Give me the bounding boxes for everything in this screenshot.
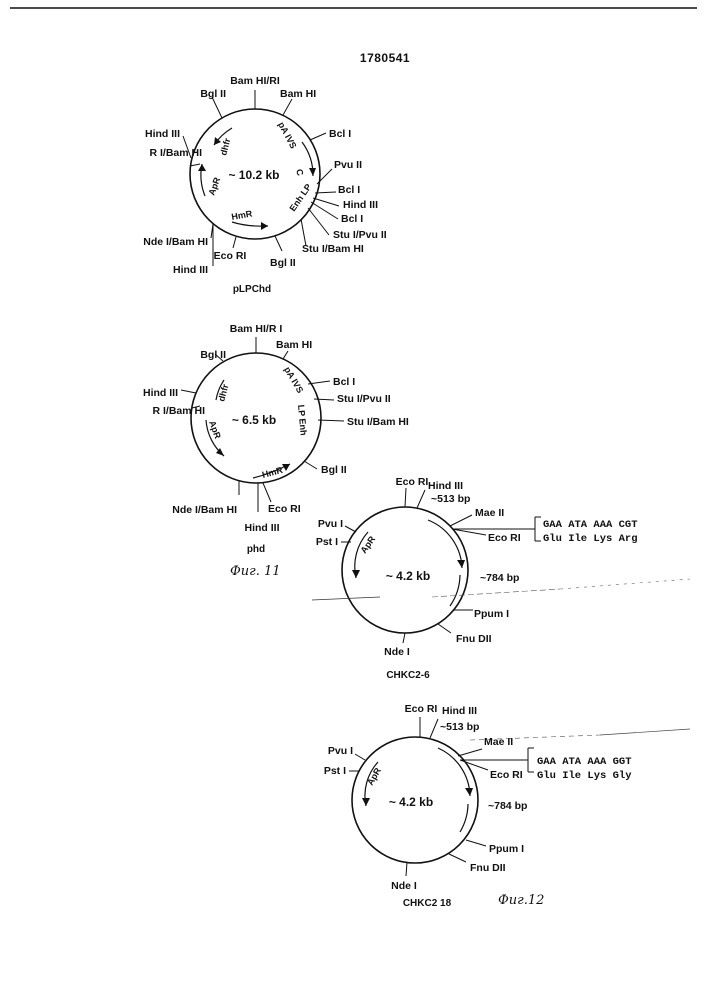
plasmid-plpchd: ~ 10.2 kb Bam HI/RI Bam HI Bcl I Pvu II …	[143, 75, 387, 295]
gene-label: pA IVS	[282, 365, 305, 395]
sequence-amino: Glu Ile Lys Gly	[537, 770, 632, 782]
site-label: Ppum I	[489, 843, 524, 855]
plasmid-size: ~ 6.5 kb	[232, 413, 276, 427]
site-label: Hind III	[245, 522, 280, 534]
site-label: Pst I	[324, 765, 346, 777]
site-label: Stu I/Bam HI	[302, 243, 364, 255]
site-label: Stu I/Pvu II	[337, 393, 391, 405]
scan-streak	[560, 579, 690, 589]
site-label: Hind III	[343, 199, 378, 211]
site-label: Nde I	[391, 880, 417, 892]
site-label: Stu I/Pvu II	[333, 229, 387, 241]
plasmid-size: ~ 4.2 kb	[389, 795, 433, 809]
plasmid-name: pLPChd	[233, 284, 271, 295]
plasmid-name: phd	[247, 544, 265, 555]
site-label: Eco RI	[490, 769, 523, 781]
gene-label: ApR	[358, 534, 377, 555]
figure-caption-12: Фиг.12	[498, 893, 544, 908]
site-label: Bam HI/RI	[230, 75, 280, 87]
site-label: Bgl II	[270, 257, 296, 269]
site-label: Bgl II	[321, 464, 347, 476]
plasmid-phd: ~ 6.5 kb Bam HI/R I Bam HI Bcl I Stu I/P…	[143, 323, 409, 555]
site-label: Hind III	[143, 387, 178, 399]
site-label: Bcl I	[338, 184, 360, 196]
gene-label: C	[294, 168, 305, 177]
site-label: Pvu I	[328, 745, 353, 757]
figure-caption-11: Фиг. 11	[230, 564, 281, 579]
site-label: Pvu II	[334, 159, 362, 171]
plasmid-chkc2-6: ~ 4.2 kb Eco RI Hind III ~513 bp Mae II …	[316, 476, 638, 681]
plasmid-chkc2-18: ~ 4.2 kb Eco RI Hind III ~513 bp Mae II …	[324, 703, 632, 909]
gene-label: ApR	[206, 175, 222, 196]
plasmid-name: CHKC2-6	[386, 670, 430, 681]
site-label: Bcl I	[341, 213, 363, 225]
site-label: Bam HI	[276, 339, 312, 351]
site-label: R I/Bam HI	[152, 405, 205, 417]
site-label: Bcl I	[333, 376, 355, 388]
gene-label: HmR	[231, 208, 254, 222]
plasmid-name: CHKC2 18	[403, 898, 452, 909]
site-label: Nde I	[384, 646, 410, 658]
site-label: ~513 bp	[440, 721, 479, 733]
document-number: 1780541	[360, 51, 410, 65]
site-label: Stu I/Bam HI	[347, 416, 409, 428]
site-label: Bcl I	[329, 128, 351, 140]
site-label: ~784 bp	[488, 800, 527, 812]
site-label: R I/Bam HI	[149, 147, 202, 159]
scan-streak	[312, 597, 380, 600]
site-label: Pvu I	[318, 518, 343, 530]
site-label: Mae II	[484, 736, 513, 748]
site-label: Mae II	[475, 507, 504, 519]
site-label: Hind III	[428, 480, 463, 492]
sequence-codons: GAA ATA AAA CGT	[543, 519, 638, 531]
gene-label: LP Enh	[296, 404, 309, 436]
sequence-codons: GAA ATA AAA GGT	[537, 756, 632, 768]
site-label: Nde I/Bam HI	[143, 236, 208, 248]
site-label: Eco RI	[405, 703, 438, 715]
site-label: Bgl II	[200, 88, 226, 100]
sequence-amino: Glu Ile Lys Arg	[543, 533, 638, 545]
site-label: Hind III	[442, 705, 477, 717]
gene-label: ApR	[365, 766, 383, 787]
site-label: Fnu DII	[456, 633, 492, 645]
scan-streak	[432, 589, 560, 597]
site-label: Eco RI	[214, 250, 247, 262]
site-label: Hind III	[145, 128, 180, 140]
gene-label: dhfr	[218, 137, 232, 157]
site-label: Bam HI/R I	[230, 323, 283, 335]
site-label: Nde I/Bam HI	[172, 504, 237, 516]
site-label: ~513 bp	[431, 493, 470, 505]
site-label: Bam HI	[280, 88, 316, 100]
site-label: Ppum I	[474, 608, 509, 620]
site-label: Fnu DII	[470, 862, 506, 874]
site-label: Hind III	[173, 264, 208, 276]
site-label: Bgl II	[200, 349, 226, 361]
site-label: Pst I	[316, 536, 338, 548]
gene-label: pA IVS	[276, 120, 298, 150]
site-label: Eco RI	[268, 503, 301, 515]
site-label: ~784 bp	[480, 572, 519, 584]
plasmid-size: ~ 10.2 kb	[228, 168, 279, 182]
site-label: Eco RI	[488, 532, 521, 544]
site-label: Eco RI	[396, 476, 429, 488]
plasmid-size: ~ 4.2 kb	[386, 569, 430, 583]
scan-streak	[600, 729, 690, 735]
